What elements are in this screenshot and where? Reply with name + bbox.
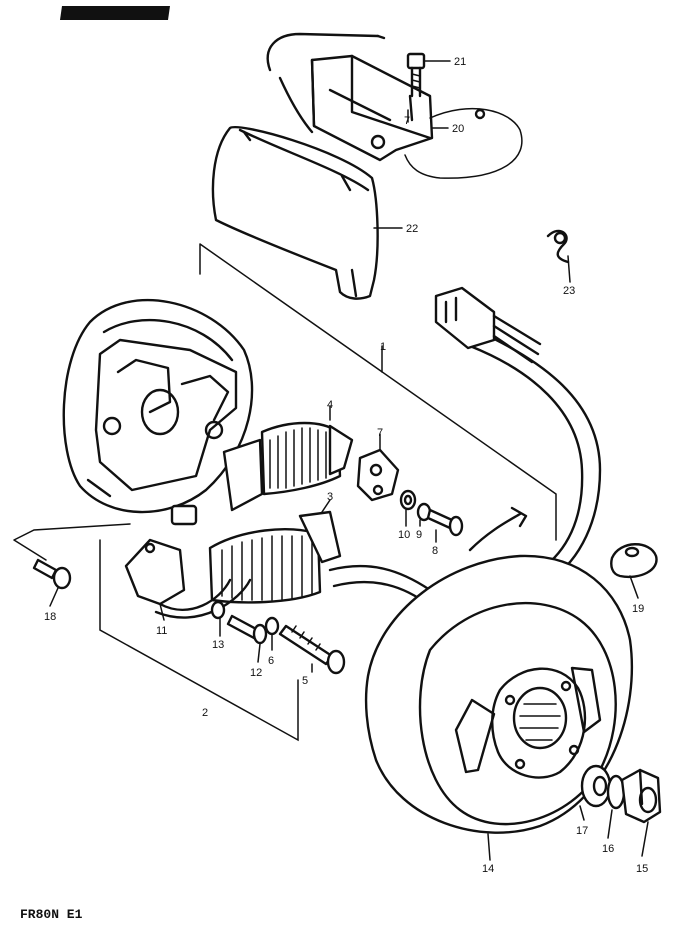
callout-21: 21 bbox=[454, 56, 466, 68]
callout-18: 18 bbox=[44, 611, 56, 623]
callout-17: 17 bbox=[576, 825, 588, 837]
callout-10: 10 bbox=[398, 529, 410, 541]
screw-13 bbox=[210, 600, 226, 620]
leader-lines bbox=[49, 60, 649, 861]
callout-11: 11 bbox=[156, 625, 167, 637]
bracket-1 bbox=[199, 243, 557, 541]
callout-8: 8 bbox=[432, 545, 438, 557]
diagram-code: FR80N E1 bbox=[20, 907, 83, 922]
callout-3: 3 bbox=[327, 491, 333, 503]
small-block bbox=[170, 504, 198, 526]
callouts: 21 7 20 22 23 1 4 7 3 10 9 8 19 11 13 6 … bbox=[44, 56, 648, 875]
callout-5: 5 bbox=[302, 675, 308, 687]
callout-23: 23 bbox=[563, 285, 575, 297]
pulser-11 bbox=[124, 538, 252, 619]
nut-15 bbox=[620, 768, 662, 824]
callout-15: 15 bbox=[636, 863, 648, 875]
pickup-bracket-7 bbox=[356, 448, 400, 502]
callout-12: 12 bbox=[250, 667, 262, 679]
callout-13: 13 bbox=[212, 639, 224, 651]
stator-base-plate bbox=[62, 298, 254, 514]
washer-17 bbox=[580, 764, 612, 808]
grommet-19 bbox=[610, 543, 658, 579]
bracket-2 bbox=[99, 539, 299, 742]
ignition-coil-20 bbox=[266, 32, 523, 179]
callout-19: 19 bbox=[632, 603, 644, 615]
callout-9: 9 bbox=[416, 529, 422, 541]
screw-12 bbox=[226, 614, 268, 645]
screw-8 bbox=[426, 508, 464, 537]
callout-20: 20 bbox=[452, 123, 464, 135]
washer-10 bbox=[399, 489, 417, 511]
callout-1: 1 bbox=[380, 341, 386, 353]
callout-4: 4 bbox=[327, 399, 333, 411]
clip-23 bbox=[546, 229, 570, 264]
callout-7-top: 7 bbox=[404, 115, 410, 127]
callout-14: 14 bbox=[482, 863, 494, 875]
screw-18 bbox=[13, 523, 131, 590]
callout-6: 6 bbox=[268, 655, 274, 667]
callout-7: 7 bbox=[377, 427, 383, 439]
washer-6 bbox=[264, 616, 280, 636]
lighting-coil-4 bbox=[222, 421, 354, 512]
header-artifact bbox=[60, 6, 170, 20]
callout-16: 16 bbox=[602, 843, 614, 855]
bolt-5 bbox=[278, 624, 346, 675]
wire-harness bbox=[328, 286, 602, 608]
cover-22 bbox=[211, 126, 379, 300]
source-coil-3 bbox=[170, 504, 342, 604]
connector bbox=[434, 286, 496, 350]
callout-2: 2 bbox=[202, 707, 208, 719]
callout-22: 22 bbox=[406, 223, 418, 235]
